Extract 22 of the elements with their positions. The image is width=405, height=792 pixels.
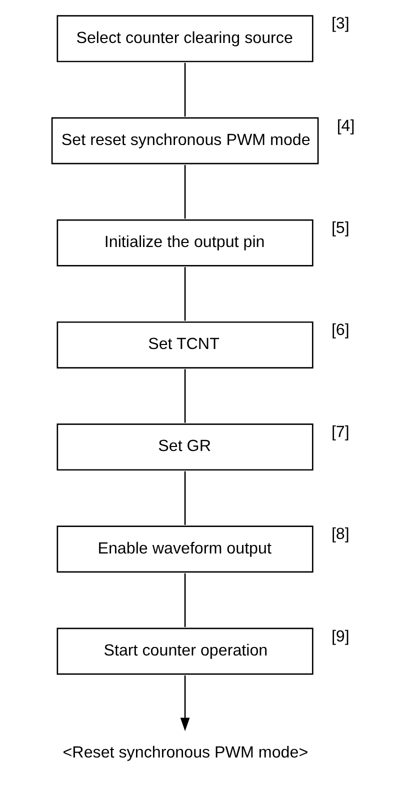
node-box: Enable waveform output [56, 526, 314, 573]
node-box: Set GR [56, 424, 314, 471]
node-label: [8] [331, 525, 350, 544]
node-box: Set reset synchronous PWM mode [51, 117, 319, 164]
connector [184, 164, 186, 219]
node-label: [5] [331, 218, 350, 237]
node-label: [3] [331, 14, 350, 33]
node-box: Start counter operation [56, 628, 314, 675]
connector [184, 62, 186, 117]
node-box: Set TCNT [56, 321, 314, 368]
node-box: Select counter clearing source [56, 15, 314, 62]
connector [184, 369, 186, 423]
node-text: <Reset synchronous PWM mode> [62, 743, 308, 762]
node-label: [7] [331, 423, 350, 442]
arrow [180, 675, 190, 732]
node-label: [4] [336, 116, 355, 135]
node-label: [9] [331, 627, 350, 646]
connector [184, 471, 186, 525]
node-box: Initialize the output pin [56, 219, 314, 266]
connector [184, 573, 186, 628]
node-label: [6] [331, 321, 350, 340]
connector [184, 267, 186, 321]
